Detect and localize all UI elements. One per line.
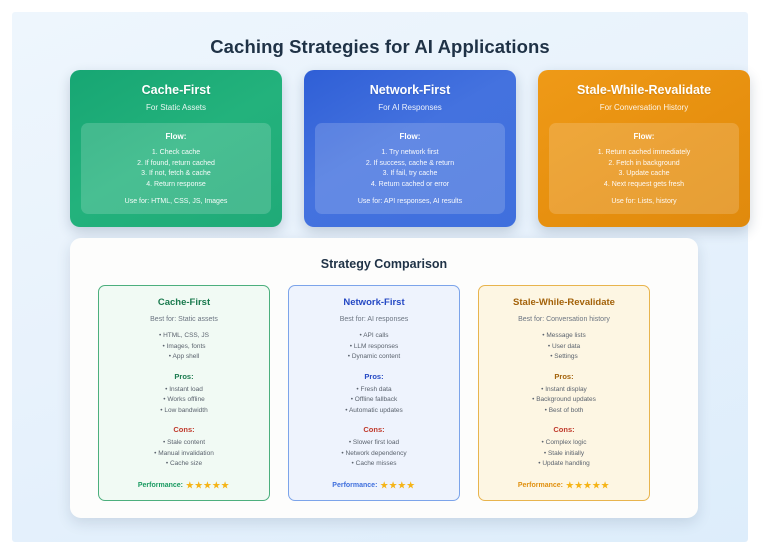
flow-step: 2. If found, return cached	[137, 159, 215, 167]
flow-step: 1. Check cache	[151, 149, 201, 156]
flow-use-for: Use for: API responses, AI results	[357, 198, 463, 205]
flow-step: 1. Return cached immediately	[597, 149, 691, 156]
comparison-best-for: Best for: Conversation history	[518, 316, 610, 323]
cons-heading: Cons:	[363, 425, 385, 434]
flow-use-for: Use for: Lists, history	[611, 198, 677, 205]
performance-stars: ★★★★★	[186, 479, 231, 490]
flow-step: 1. Try network first	[381, 149, 439, 156]
strategy-comparison-panel: Strategy Comparison Cache-First Best for…	[70, 238, 698, 518]
list-item: • Dynamic content	[347, 353, 401, 360]
list-item: • API calls	[359, 332, 389, 339]
pros-heading: Pros:	[174, 371, 194, 381]
comparison-items-list: • HTML, CSS, JS • Images, fonts • App sh…	[107, 331, 261, 363]
flow-use-for: Use for: HTML, CSS, JS, Images	[124, 198, 228, 205]
flow-step: 3. Update cache	[618, 170, 670, 177]
list-item: • Manual invalidation	[154, 449, 214, 457]
page-background-panel: Caching Strategies for AI Applications C…	[12, 12, 750, 542]
performance-stars: ★★★★★	[566, 479, 611, 490]
flow-step: 2. Fetch in background	[608, 159, 680, 167]
list-item: • LLM responses	[349, 342, 399, 350]
list-item: • Stale initially	[543, 449, 585, 457]
list-item: • Background updates	[532, 396, 596, 403]
comparison-best-for: Best for: AI responses	[339, 316, 409, 323]
list-item: • Cache size	[165, 460, 203, 467]
strategy-card-title: Network-First	[369, 83, 451, 97]
strategy-card-subtitle: For AI Responses	[378, 103, 442, 112]
strategy-card-subtitle: For Static Assets	[145, 103, 207, 112]
cons-heading: Cons:	[553, 425, 575, 434]
flow-title: Flow:	[165, 132, 187, 141]
list-item: • HTML, CSS, JS	[159, 332, 209, 339]
pros-heading: Pros:	[364, 371, 384, 381]
list-item: • Automatic updates	[345, 406, 403, 414]
performance-row: Performance: ★★★★★	[487, 479, 641, 490]
strategy-card-title: Stale-While-Revalidate	[576, 83, 712, 97]
flow-step: 4. Return cached or error	[370, 180, 450, 188]
pros-list: • Instant display • Background updates •…	[487, 385, 641, 417]
performance-label: Performance:	[517, 481, 564, 489]
strategy-cards-row: Cache-First For Static Assets Flow: 1. C…	[70, 70, 750, 227]
performance-stars: ★★★★	[380, 479, 416, 490]
performance-label: Performance:	[332, 481, 378, 489]
comparison-card-title: Cache-First	[157, 297, 211, 308]
list-item: • Fresh data	[356, 385, 392, 393]
list-item: • Message lists	[542, 332, 586, 339]
list-item: • Works offline	[163, 396, 205, 403]
flow-title: Flow:	[399, 132, 421, 141]
list-item: • Best of both	[544, 406, 584, 414]
cons-list: • Stale content • Manual invalidation • …	[107, 438, 261, 470]
strategy-card-title: Cache-First	[141, 83, 211, 97]
list-item: • Low bandwidth	[160, 406, 208, 414]
flow-title: Flow:	[633, 132, 655, 141]
list-item: • Settings	[550, 353, 578, 360]
list-item: • App shell	[168, 353, 200, 360]
list-item: • Slower first load	[348, 439, 400, 446]
strategy-flow-box: Flow: 1. Check cache 2. If found, return…	[81, 123, 271, 214]
comparison-items-list: • API calls • LLM responses • Dynamic co…	[297, 331, 451, 363]
list-item: • Update handling	[538, 460, 590, 467]
performance-row: Performance: ★★★★	[297, 479, 451, 490]
comparison-best-for: Best for: Static assets	[150, 316, 218, 323]
list-item: • User data	[547, 342, 581, 350]
strategy-card-subtitle: For Conversation History	[599, 103, 689, 112]
cons-heading: Cons:	[173, 425, 195, 434]
flow-step: 3. If not, fetch & cache	[141, 170, 211, 177]
list-item: • Complex logic	[541, 439, 587, 446]
pros-heading: Pros:	[554, 371, 574, 381]
flow-step: 3. If fail, try cache	[382, 170, 438, 177]
list-item: • Images, fonts	[162, 342, 206, 350]
list-item: • Network dependency	[341, 449, 407, 457]
cons-list: • Complex logic • Stale initially • Upda…	[487, 438, 641, 470]
strategy-flow-box: Flow: 1. Try network first 2. If success…	[315, 123, 505, 214]
strategy-flow-box: Flow: 1. Return cached immediately 2. Fe…	[549, 123, 739, 214]
page-title: Caching Strategies for AI Applications	[210, 36, 550, 57]
performance-label: Performance:	[137, 481, 184, 489]
comparison-card-stale-while-revalidate[interactable]: Stale-While-Revalidate Best for: Convers…	[478, 285, 650, 501]
comparison-card-cache-first[interactable]: Cache-First Best for: Static assets • HT…	[98, 285, 270, 501]
strategy-card-cache-first[interactable]: Cache-First For Static Assets Flow: 1. C…	[70, 70, 282, 227]
pros-list: • Fresh data • Offline fallback • Automa…	[297, 385, 451, 417]
list-item: • Offline fallback	[350, 396, 398, 403]
flow-step: 4. Return response	[146, 180, 206, 188]
comparison-cards-row: Cache-First Best for: Static assets • HT…	[70, 271, 698, 501]
list-item: • Instant display	[541, 385, 587, 393]
comparison-card-network-first[interactable]: Network-First Best for: AI responses • A…	[288, 285, 460, 501]
strategy-card-stale-while-revalidate[interactable]: Stale-While-Revalidate For Conversation …	[538, 70, 750, 227]
comparison-title: Strategy Comparison	[320, 257, 448, 271]
list-item: • Cache misses	[351, 460, 397, 467]
list-item: • Stale content	[162, 439, 206, 446]
flow-step: 2. If success, cache & return	[365, 159, 455, 167]
performance-row: Performance: ★★★★★	[107, 479, 261, 490]
comparison-card-title: Network-First	[343, 297, 405, 308]
pros-list: • Instant load • Works offline • Low ban…	[107, 385, 261, 417]
comparison-card-title: Stale-While-Revalidate	[513, 297, 615, 308]
comparison-items-list: • Message lists • User data • Settings	[487, 331, 641, 363]
flow-step: 4. Next request gets fresh	[603, 180, 685, 188]
list-item: • Instant load	[165, 385, 203, 393]
strategy-card-network-first[interactable]: Network-First For AI Responses Flow: 1. …	[304, 70, 516, 227]
cons-list: • Slower first load • Network dependency…	[297, 438, 451, 470]
